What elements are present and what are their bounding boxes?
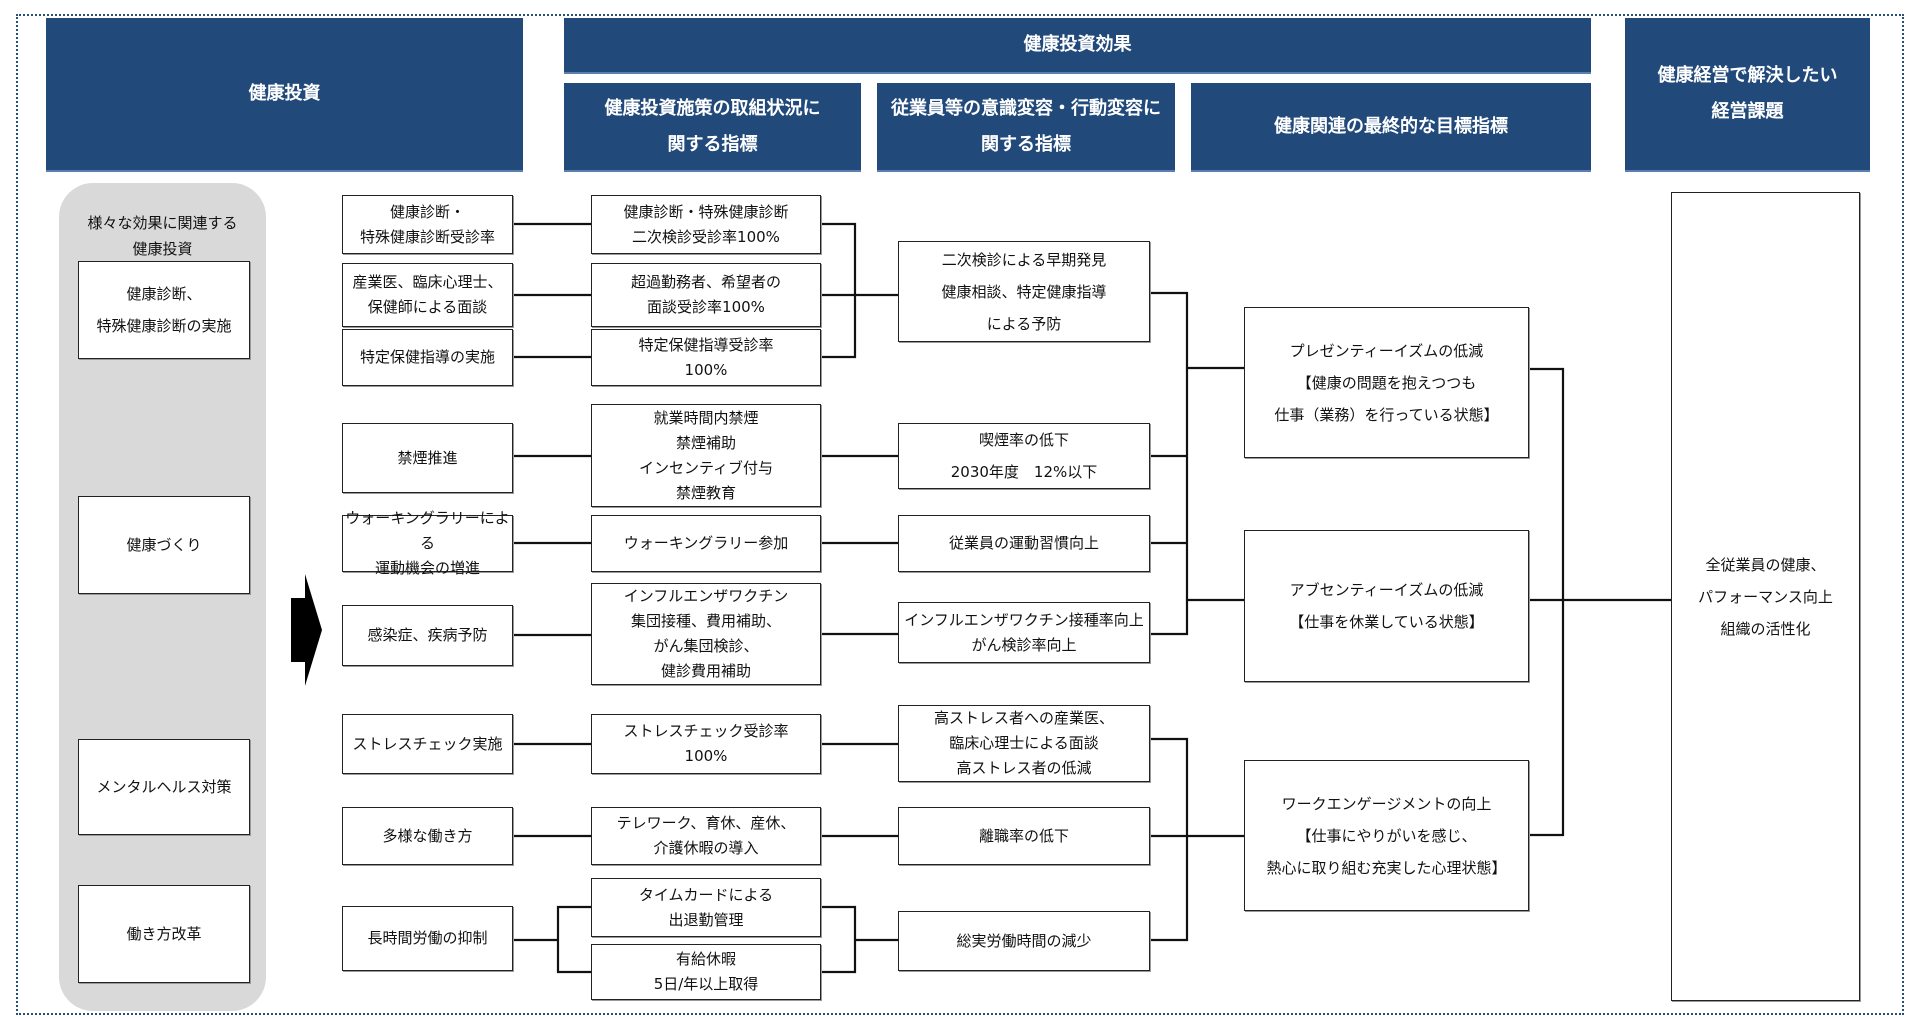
header-initiative-indicators: 健康投資施策の取組状況に 関する指標 (564, 83, 861, 172)
management-goal: 全従業員の健康、 パフォーマンス向上 組織の活性化 (1671, 192, 1860, 1001)
investment-stress-check: ストレスチェック実施 (342, 714, 513, 774)
indicator-paid-leave: 有給休暇 5日/年以上取得 (591, 944, 821, 1000)
indicator-secondary-exam-rate: 健康診断・特殊健康診断 二次検診受診率100% (591, 195, 821, 254)
behavior-early-detection: 二次検診による早期発見 健康相談、特定健康指導 による予防 (898, 241, 1150, 342)
behavior-smoking-rate: 喫煙率の低下 2030年度 12%以下 (898, 423, 1150, 489)
header-investment-effect: 健康投資効果 (564, 18, 1591, 74)
header-behavior-indicators: 従業員等の意識変容・行動変容に 関する指標 (877, 83, 1175, 172)
header-management-issue: 健康経営で解決したい 経営課題 (1625, 18, 1870, 172)
investment-walking-rally: ウォーキングラリーによる 運動機会の増進 (342, 509, 513, 577)
behavior-high-stress-reduction: 高ストレス者への産業医、 臨床心理士による面談 高ストレス者の低減 (898, 705, 1150, 782)
investment-interviews: 産業医、臨床心理士、 保健師による面談 (342, 263, 513, 327)
investment-disease-prevention: 感染症、疾病予防 (342, 605, 513, 666)
header-health-investment: 健康投資 (46, 18, 523, 172)
final-presenteeism: プレゼンティーイズムの低減 【健康の問題を抱えつつも 仕事（業務）を行っている状… (1244, 307, 1529, 458)
panel-title: 様々な効果に関連する 健康投資 (87, 214, 238, 258)
right-arrow-icon (291, 574, 322, 686)
category-mental-health: メンタルヘルス対策 (78, 739, 250, 835)
final-work-engagement: ワークエンゲージメントの向上 【仕事にやりがいを感じ、 熱心に取り組む充実した心… (1244, 760, 1529, 911)
category-work-style-reform: 働き方改革 (78, 885, 250, 983)
indicator-leave-systems: テレワーク、育休、産休、 介護休暇の導入 (591, 807, 821, 865)
indicator-interview-rate: 超過勤務者、希望者の 面談受診率100% (591, 263, 821, 327)
investment-overtime-control: 長時間労働の抑制 (342, 906, 513, 971)
investment-specific-guidance: 特定保健指導の実施 (342, 329, 513, 386)
behavior-exercise-habit: 従業員の運動習慣向上 (898, 515, 1150, 572)
indicator-guidance-rate: 特定保健指導受診率 100% (591, 329, 821, 386)
indicator-timecard: タイムカードによる 出退勤管理 (591, 878, 821, 937)
header-final-indicators: 健康関連の最終的な目標指標 (1191, 83, 1591, 172)
behavior-turnover-rate: 離職率の低下 (898, 807, 1150, 865)
indicator-stress-check-rate: ストレスチェック受診率 100% (591, 714, 821, 774)
investment-diverse-work: 多様な働き方 (342, 807, 513, 865)
indicator-vaccination-measures: インフルエンザワクチン 集団接種、費用補助、 がん集団検診、 健診費用補助 (591, 583, 821, 685)
indicator-walking-participation: ウォーキングラリー参加 (591, 515, 821, 572)
investment-smoking-cessation: 禁煙推進 (342, 423, 513, 493)
dotted-frame (16, 14, 1904, 1015)
category-health-checkup: 健康診断、 特殊健康診断の実施 (78, 261, 250, 359)
investment-checkup-rate: 健康診断・ 特殊健康診断受診率 (342, 195, 513, 254)
category-health-promotion: 健康づくり (78, 496, 250, 594)
indicator-smoking-measures: 就業時間内禁煙 禁煙補助 インセンティブ付与 禁煙教育 (591, 404, 821, 507)
behavior-working-hours: 総実労働時間の減少 (898, 911, 1150, 971)
final-absenteeism: アブセンティーイズムの低減 【仕事を休業している状態】 (1244, 530, 1529, 682)
behavior-vaccination-rate: インフルエンザワクチン接種率向上 がん検診率向上 (898, 602, 1150, 663)
